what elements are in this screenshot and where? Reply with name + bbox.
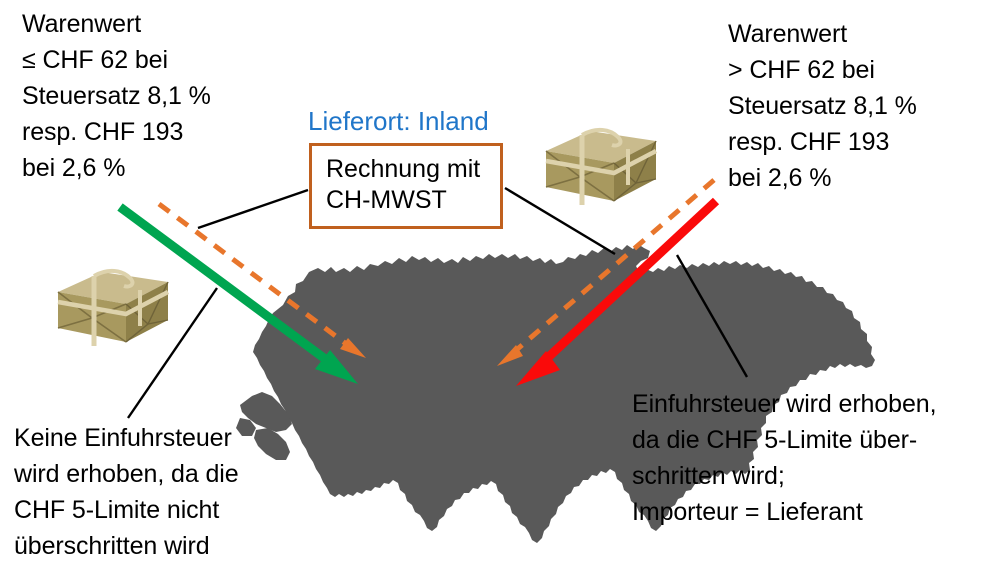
- annotation-top-right: Warenwert > CHF 62 bei Steuersatz 8,1 % …: [728, 20, 917, 192]
- parcel-package-icon: [57, 269, 170, 346]
- lieferort-label: Lieferort: Inland: [308, 106, 489, 136]
- green-arrow-inbound: [117, 203, 358, 384]
- parcel-package-icon: [545, 128, 658, 205]
- connector-lines: [127, 186, 749, 419]
- invoice-box: Rechnung mit CH-MWST: [309, 143, 503, 229]
- orange-dashed-arrow-left: [157, 201, 366, 358]
- switzerland-map-detail: [236, 392, 292, 460]
- red-arrow-inbound: [516, 197, 720, 386]
- annotation-bottom-left: Keine Einfuhrsteuer wird erhoben, da die…: [14, 424, 239, 560]
- connector-bottomright: [675, 254, 749, 378]
- invoice-box-line1: Rechnung mit: [326, 155, 481, 183]
- connector-topright: [504, 186, 616, 256]
- annotation-top-left: Warenwert ≤ CHF 62 bei Steuersatz 8,1 % …: [22, 10, 211, 182]
- invoice-box-line2: CH-MWST: [326, 186, 447, 214]
- switzerland-map: [253, 244, 875, 543]
- annotation-bottom-right: Einfuhrsteuer wird erhoben, da die CHF 5…: [632, 390, 937, 526]
- connector-bottomleft: [127, 287, 218, 419]
- connector-topleft: [197, 188, 309, 230]
- orange-dashed-arrow-right: [497, 178, 716, 366]
